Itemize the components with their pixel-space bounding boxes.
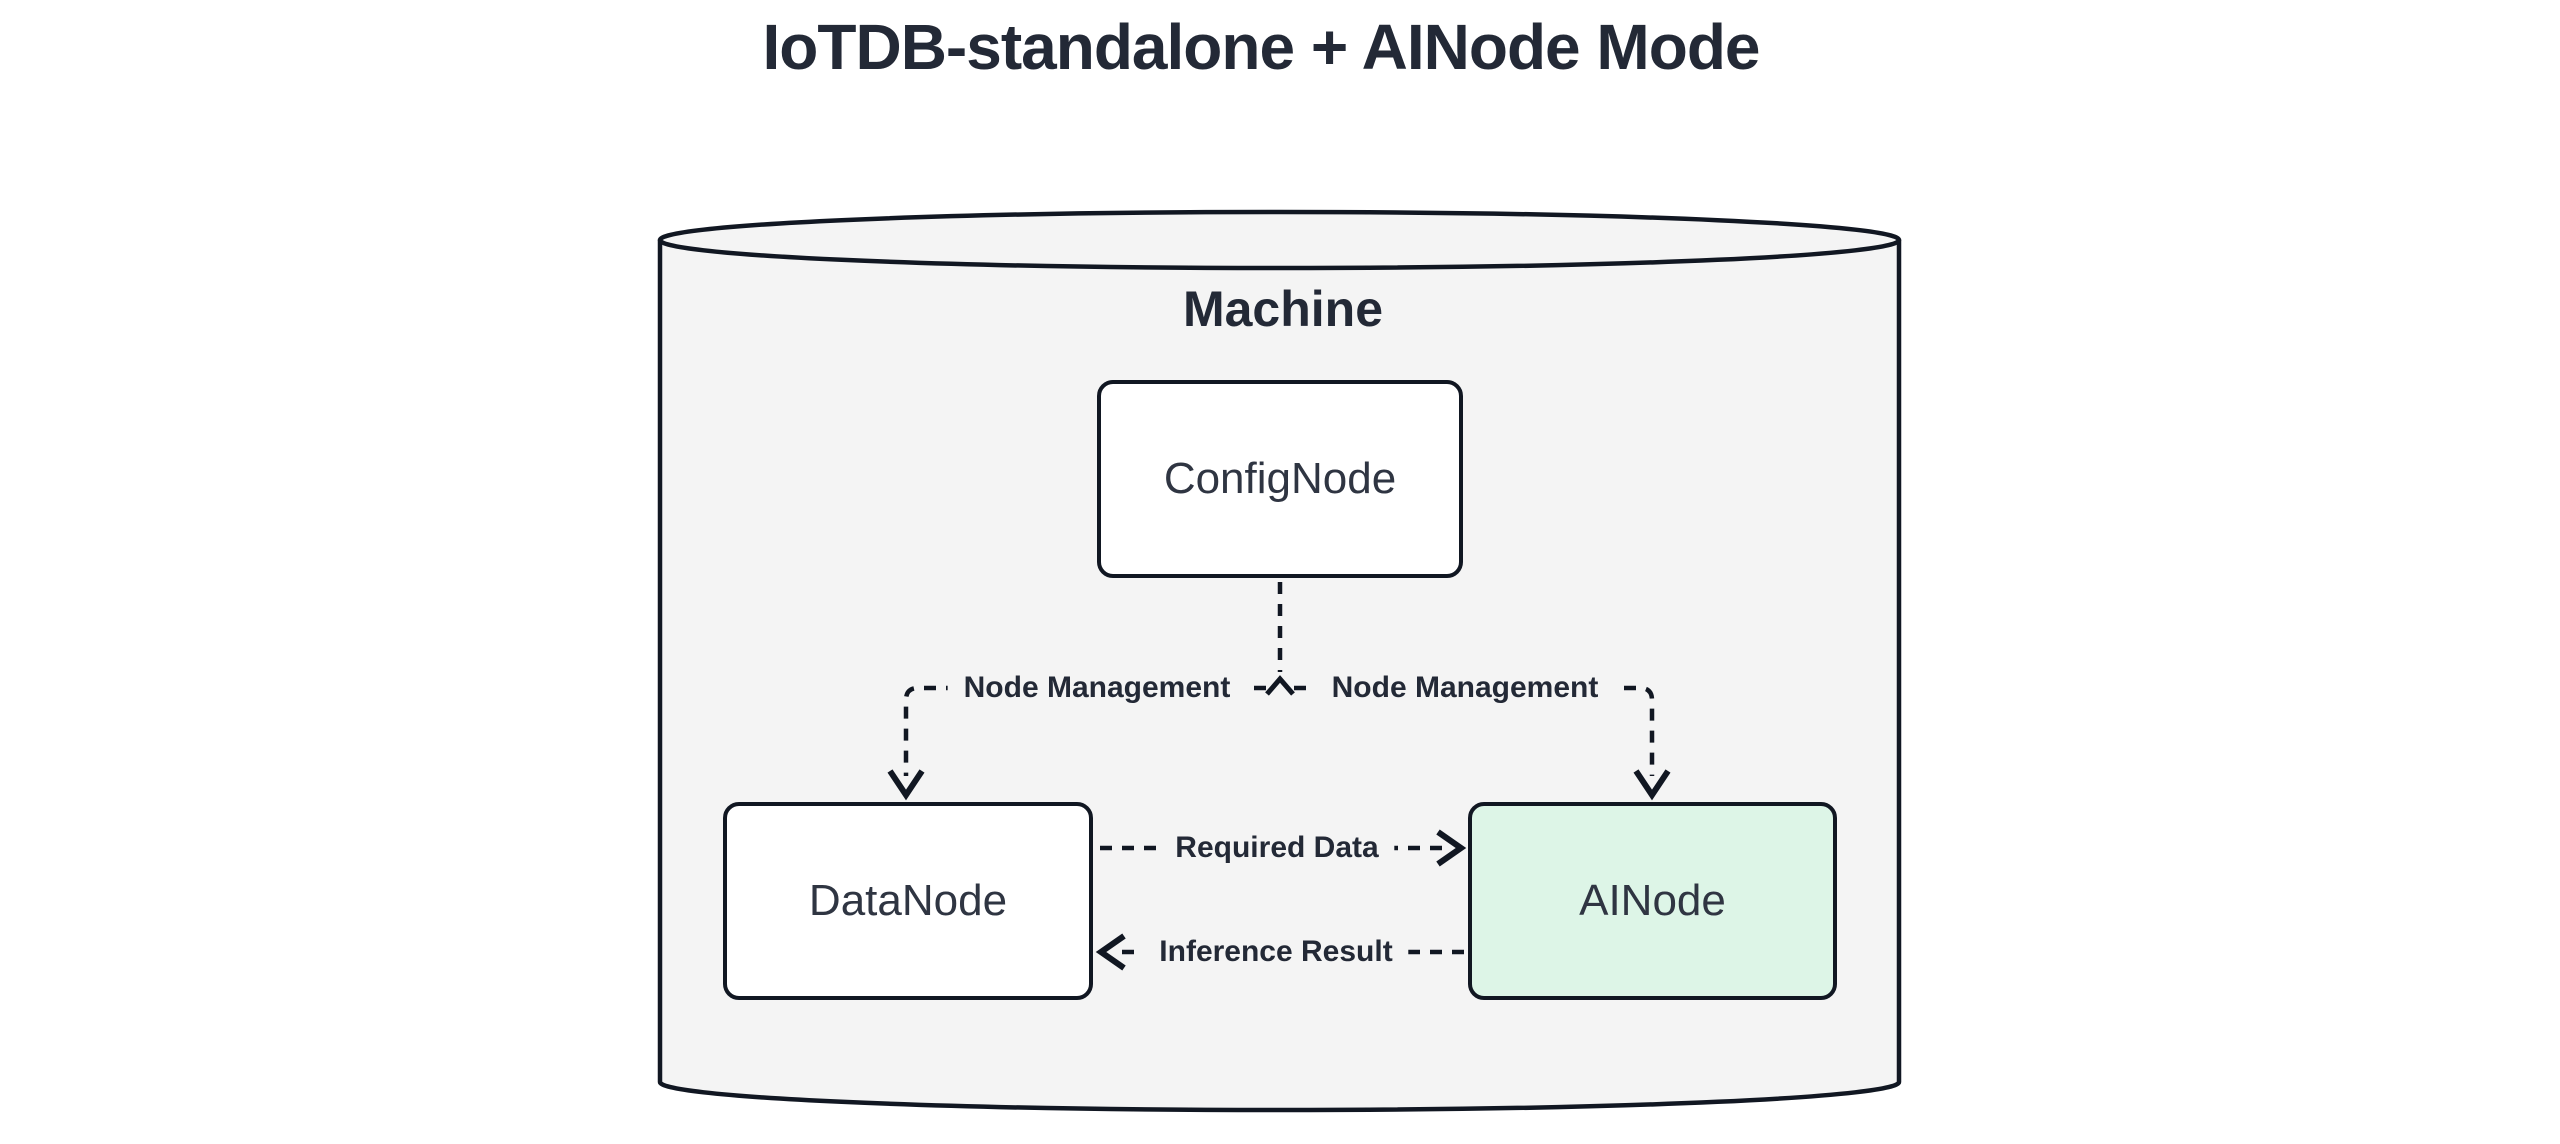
edge-label-node-management-right: Node Management xyxy=(1315,669,1615,707)
ainode-down-arrowhead xyxy=(1633,769,1671,801)
machine-cylinder-top-rim xyxy=(657,209,1902,271)
node-confignode-label: ConfigNode xyxy=(1163,454,1397,503)
datanode-down-arrowhead xyxy=(887,769,925,801)
junction-up-caret-arrowhead xyxy=(1265,675,1295,696)
node-ainode: AINode xyxy=(1468,802,1837,1000)
required-data-right-arrowhead xyxy=(1436,829,1467,867)
edge-label-required-data: Required Data xyxy=(1159,829,1395,867)
edge-confignode-datanode xyxy=(903,685,1266,776)
node-datanode-label: DataNode xyxy=(808,876,1008,925)
edge-label-inference-result: Inference Result xyxy=(1143,933,1409,971)
edge-label-node-management-left: Node Management xyxy=(947,669,1247,707)
node-ainode-label: AINode xyxy=(1579,876,1726,925)
inference-result-left-arrowhead xyxy=(1095,933,1126,971)
edge-confignode-ainode xyxy=(1294,685,1655,776)
diagram-title: IoTDB-standalone + AINode Mode xyxy=(762,11,1761,83)
node-confignode: ConfigNode xyxy=(1097,380,1463,578)
node-datanode: DataNode xyxy=(723,802,1093,1000)
machine-container-label: Machine xyxy=(1182,281,1384,337)
